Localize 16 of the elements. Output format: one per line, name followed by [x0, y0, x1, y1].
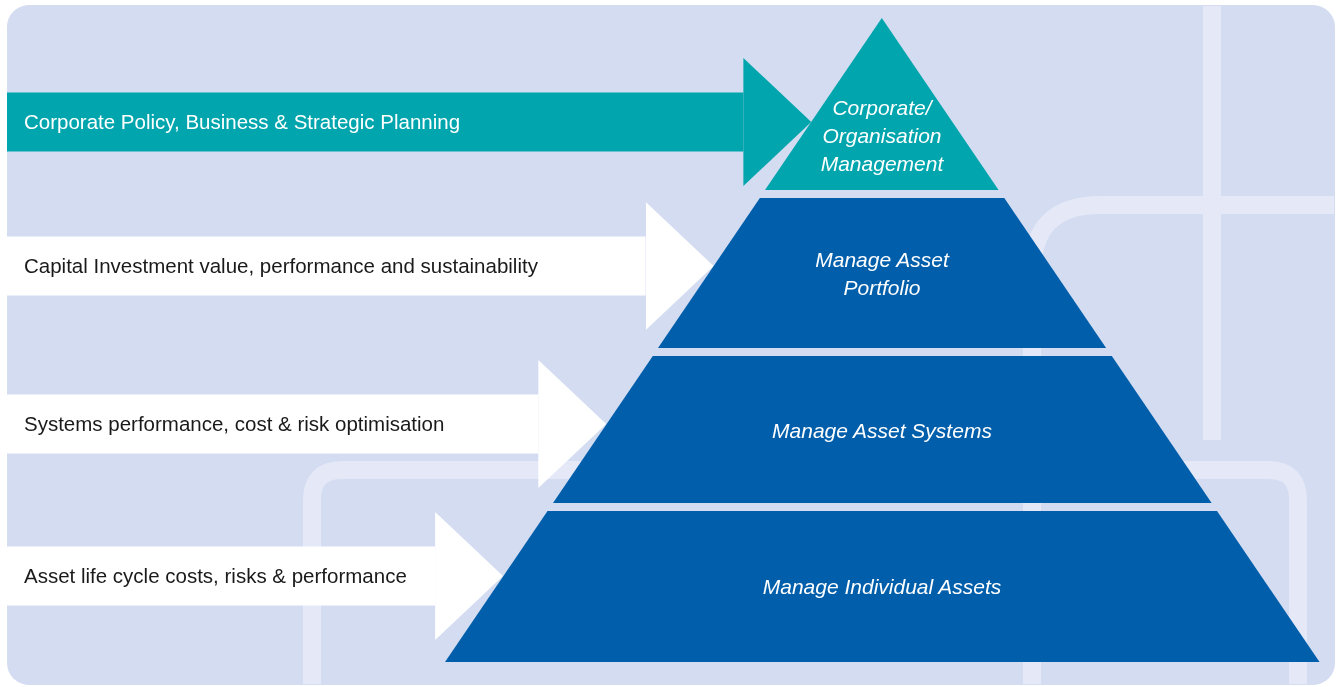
block-arrow — [7, 202, 714, 330]
pyramid-tier — [444, 511, 1320, 662]
edge-label: Asset life cycle costs, risks & performance — [24, 563, 407, 589]
tier-title: Manage Asset Portfolio — [814, 247, 951, 301]
pyramid-tier — [765, 18, 999, 190]
block-arrow — [7, 360, 607, 488]
tier-title: Corporate/ Organisation Management — [819, 95, 945, 177]
pyramid-tier — [657, 198, 1107, 348]
edge-label: Capital Investment value, performance and sustainability — [24, 253, 538, 279]
tier-title: Manage Asset Systems — [771, 418, 993, 444]
pyramid-tier — [552, 356, 1212, 503]
edge-label: Systems performance, cost & risk optimisation — [24, 411, 445, 437]
block-arrow — [7, 512, 504, 640]
tier-title: Manage Individual Assets — [761, 574, 1003, 600]
edge-label: Corporate Policy, Business & Strategic Planning — [24, 109, 461, 135]
block-arrow — [7, 58, 812, 186]
